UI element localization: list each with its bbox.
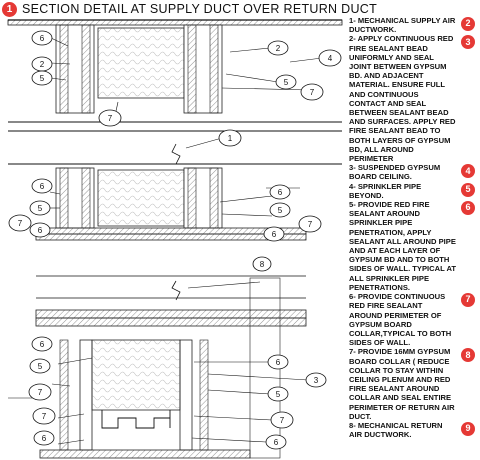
callout-6: 6 bbox=[29, 222, 51, 238]
note-8-badge: 9 bbox=[461, 421, 475, 436]
note-6-text: 6- PROVIDE CONTINUOUS RED FIRE SEALANT A… bbox=[349, 292, 452, 348]
note-6: 6- PROVIDE CONTINUOUS RED FIRE SEALANT A… bbox=[349, 292, 479, 347]
svg-text:8: 8 bbox=[260, 260, 265, 269]
callout-5: 5 bbox=[29, 358, 51, 374]
note-8-text: 8- MECHANICAL RETURN AIR DUCTWORK. bbox=[349, 420, 443, 440]
callout-6: 6 bbox=[31, 30, 53, 46]
svg-text:7: 7 bbox=[310, 88, 315, 97]
svg-text:6: 6 bbox=[40, 34, 45, 43]
callout-3: 3 bbox=[305, 372, 327, 388]
note-1-badge: 2 bbox=[461, 17, 475, 31]
svg-text:7: 7 bbox=[38, 388, 43, 397]
svg-text:2: 2 bbox=[40, 60, 45, 69]
note-1-text: 1- MECHANICAL SUPPLY AIR DUCTWORK. bbox=[349, 16, 456, 35]
note-4: 4- SPRINKLER PIPE BEYOND. 5 bbox=[349, 182, 479, 200]
svg-text:5: 5 bbox=[38, 204, 43, 213]
callout-2: 2 bbox=[267, 40, 289, 56]
svg-text:7: 7 bbox=[308, 220, 313, 229]
note-5-text: 5- PROVIDE RED FIRE SEALANT AROUND SPRIN… bbox=[349, 200, 457, 292]
lower-wall-and-return-duct bbox=[8, 277, 307, 459]
upper-ceiling bbox=[7, 19, 343, 26]
callouts: 6 2 5 7 1 2 5 7 4 6 5 7 6 6 5 7 6 8 6 5 … bbox=[8, 30, 342, 450]
svg-text:6: 6 bbox=[272, 230, 277, 239]
svg-text:3: 3 bbox=[314, 376, 319, 385]
svg-text:6: 6 bbox=[276, 358, 281, 367]
callout-6: 6 bbox=[269, 184, 291, 200]
callout-6: 6 bbox=[265, 434, 287, 450]
svg-text:7: 7 bbox=[18, 219, 23, 228]
callout-7: 7 bbox=[28, 383, 52, 401]
callout-2: 2 bbox=[31, 56, 53, 72]
middle-assembly bbox=[8, 163, 342, 299]
callout-5: 5 bbox=[29, 200, 51, 216]
note-3-text: 3- SUSPENDED GYPSUM BOARD CEILING. bbox=[349, 163, 441, 182]
svg-text:6: 6 bbox=[40, 182, 45, 191]
title-text: SECTION DETAIL AT SUPPLY DUCT OVER RETUR… bbox=[22, 2, 378, 16]
callout-7: 7 bbox=[98, 109, 122, 127]
note-7: 7- PROVIDE 16mm GYPSUM BOARD COLLAR ( RE… bbox=[349, 347, 479, 421]
svg-text:1: 1 bbox=[228, 134, 233, 143]
callout-6: 6 bbox=[267, 354, 289, 370]
callout-5: 5 bbox=[31, 70, 53, 86]
svg-text:5: 5 bbox=[284, 78, 289, 87]
note-7-badge: 8 bbox=[461, 348, 475, 363]
callout-7: 7 bbox=[8, 214, 32, 232]
svg-text:5: 5 bbox=[276, 390, 281, 399]
callout-7: 7 bbox=[298, 215, 322, 233]
callout-1: 1 bbox=[218, 129, 242, 147]
callout-6: 6 bbox=[31, 178, 53, 194]
svg-text:2: 2 bbox=[276, 44, 281, 53]
callout-4: 4 bbox=[318, 49, 342, 67]
svg-text:5: 5 bbox=[40, 74, 45, 83]
notes-panel: 1- MECHANICAL SUPPLY AIR DUCTWORK. 2 2- A… bbox=[349, 16, 479, 439]
svg-text:4: 4 bbox=[328, 54, 333, 63]
svg-text:7: 7 bbox=[280, 416, 285, 425]
svg-text:6: 6 bbox=[274, 438, 279, 447]
note-1: 1- MECHANICAL SUPPLY AIR DUCTWORK. 2 bbox=[349, 16, 479, 34]
callout-6: 6 bbox=[31, 336, 53, 352]
supply-duct-upper bbox=[8, 24, 342, 132]
note-4-text: 4- SPRINKLER PIPE BEYOND. bbox=[349, 181, 422, 200]
svg-text:6: 6 bbox=[278, 188, 283, 197]
note-7-text: 7- PROVIDE 16mm GYPSUM BOARD COLLAR ( RE… bbox=[349, 347, 455, 421]
note-8: 8- MECHANICAL RETURN AIR DUCTWORK. 9 bbox=[349, 421, 479, 439]
svg-text:7: 7 bbox=[42, 412, 47, 421]
callout-7: 7 bbox=[32, 407, 56, 425]
callout-7: 7 bbox=[300, 83, 324, 101]
section-drawing: 6 2 5 7 1 2 5 7 4 6 5 7 6 6 5 7 6 8 6 5 … bbox=[7, 19, 343, 459]
callout-7: 7 bbox=[270, 411, 294, 429]
svg-text:6: 6 bbox=[40, 340, 45, 349]
callout-5: 5 bbox=[269, 202, 291, 218]
note-4-badge: 5 bbox=[461, 182, 475, 197]
svg-text:6: 6 bbox=[38, 226, 43, 235]
note-2-badge: 3 bbox=[461, 35, 475, 50]
callout-5: 5 bbox=[267, 386, 289, 402]
callout-8: 8 bbox=[252, 256, 272, 272]
svg-text:7: 7 bbox=[108, 114, 113, 123]
callout-5: 5 bbox=[275, 74, 297, 90]
detail-title: 1 SECTION DETAIL AT SUPPLY DUCT OVER RET… bbox=[2, 0, 377, 18]
note-5: 5- PROVIDE RED FIRE SEALANT AROUND SPRIN… bbox=[349, 200, 479, 292]
svg-text:5: 5 bbox=[38, 362, 43, 371]
callout-6: 6 bbox=[33, 430, 55, 446]
svg-text:5: 5 bbox=[278, 206, 283, 215]
note-5-badge: 6 bbox=[461, 201, 475, 216]
svg-text:6: 6 bbox=[42, 434, 47, 443]
note-3: 3- SUSPENDED GYPSUM BOARD CEILING. 4 bbox=[349, 163, 479, 181]
note-2: 2- APPLY CONTINUOUS RED FIRE SEALANT BEA… bbox=[349, 34, 479, 163]
title-marker-badge: 1 bbox=[2, 1, 17, 17]
leader-lines bbox=[48, 37, 323, 445]
note-2-text: 2- APPLY CONTINUOUS RED FIRE SEALANT BEA… bbox=[349, 34, 456, 164]
note-3-badge: 4 bbox=[461, 164, 475, 179]
break-lines bbox=[171, 143, 181, 301]
note-6-badge: 7 bbox=[461, 293, 475, 308]
callout-6: 6 bbox=[263, 226, 285, 242]
